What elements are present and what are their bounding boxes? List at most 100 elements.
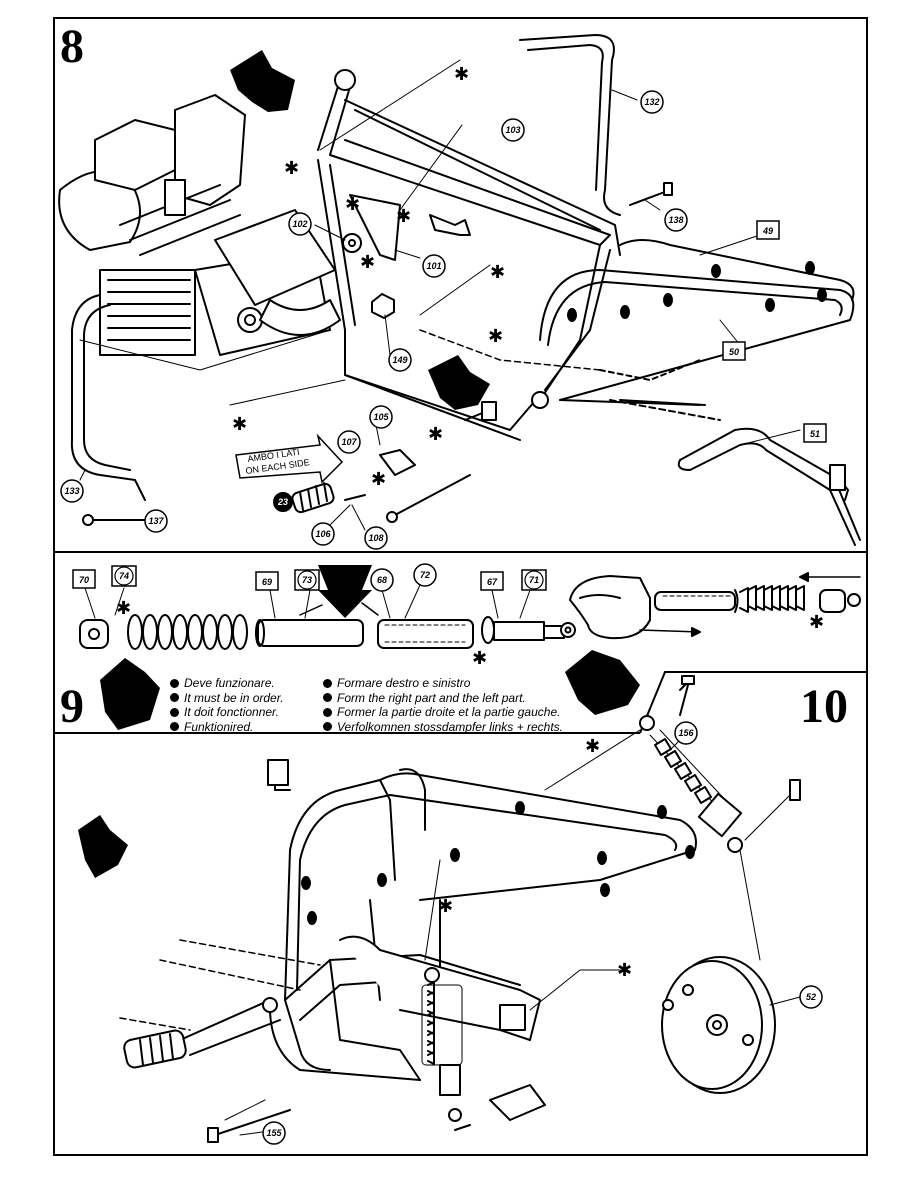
callout-51: 51 xyxy=(803,423,827,443)
rear-subframe xyxy=(539,239,855,406)
callout-132: 132 xyxy=(640,90,664,114)
bullet-icon xyxy=(170,678,179,688)
svg-text:74: 74 xyxy=(119,571,129,581)
page-frame xyxy=(53,17,868,1156)
damper-cap-70 xyxy=(79,619,109,649)
callout-73: 73 xyxy=(294,569,320,591)
svg-text:108: 108 xyxy=(368,533,383,543)
each-side-arrow: AMBO I LATI ON EACH SIDE xyxy=(235,433,344,484)
note-text: Verfolkomnen stossdampfer links + rechts… xyxy=(337,719,563,734)
brake-drum-52 xyxy=(661,956,776,1094)
part-103-horn xyxy=(429,214,471,236)
stand-bar xyxy=(70,294,146,501)
glue-symbol: ✱ xyxy=(585,736,600,757)
glue-symbol: ✱ xyxy=(488,326,503,347)
spring-74 xyxy=(127,614,248,650)
step8-illustration xyxy=(58,34,861,546)
callout-156: 156 xyxy=(674,721,698,745)
glue-symbol: ✱ xyxy=(472,648,487,669)
note-item: Form the right part and the left part. xyxy=(323,691,563,706)
svg-text:70: 70 xyxy=(79,575,89,585)
footpeg xyxy=(119,1017,191,1069)
svg-text:68: 68 xyxy=(377,575,387,585)
svg-text:51: 51 xyxy=(810,429,820,439)
glue-symbol: ✱ xyxy=(232,414,247,435)
svg-text:73: 73 xyxy=(302,575,312,585)
part-102-bushing xyxy=(342,233,362,253)
svg-text:156: 156 xyxy=(678,728,694,738)
divider-step10 xyxy=(639,671,867,734)
swing-arm xyxy=(599,359,861,546)
callout-108: 108 xyxy=(364,526,388,550)
svg-text:137: 137 xyxy=(148,516,164,526)
callout-155: 155 xyxy=(262,1121,286,1145)
note-text: Former la partie droite et la partie gau… xyxy=(337,705,561,719)
svg-text:101: 101 xyxy=(426,261,441,271)
callout-71: 71 xyxy=(521,569,547,591)
hand-illustration xyxy=(569,572,861,640)
svg-text:50: 50 xyxy=(729,347,739,357)
callout-74: 74 xyxy=(111,565,137,587)
part-149-nut xyxy=(371,293,395,319)
callout-52: 52 xyxy=(799,985,823,1009)
callout-49: 49 xyxy=(756,220,780,240)
callout-67: 67 xyxy=(480,571,504,591)
callouts: 132 103 138 102 49 101 50 149 105 107 51… xyxy=(60,90,827,1145)
svg-text:23: 23 xyxy=(277,497,288,507)
bullet-icon xyxy=(323,722,332,732)
glue-symbol: ✱ xyxy=(396,206,411,227)
callout-103: 103 xyxy=(501,118,525,142)
svg-text:155: 155 xyxy=(266,1128,282,1138)
main-frame xyxy=(317,69,621,441)
note-item: Former la partie droite et la partie gau… xyxy=(323,705,563,720)
glue-markers: ✱ ✱ ✱ ✱ ✱ ✱ ✱ ✱ ✱ ✱ ✱ ✱ ✱ ✱ ✱ ✱ xyxy=(116,64,824,981)
glue-symbol: ✱ xyxy=(371,469,386,490)
glue-symbol: ✱ xyxy=(284,158,299,179)
note-item: Formare destro e sinistro xyxy=(323,676,563,691)
svg-text:102: 102 xyxy=(292,219,307,229)
note-item: It doit fonctionner. xyxy=(170,705,284,720)
callout-106: 106 xyxy=(311,522,335,546)
svg-text:72: 72 xyxy=(420,570,430,580)
glue-symbol: ✱ xyxy=(360,252,375,273)
rear-shock-right xyxy=(639,675,801,853)
direction-arrow-icon xyxy=(565,650,640,715)
note-text: Form the right part and the left part. xyxy=(337,690,526,705)
callout-101: 101 xyxy=(422,254,446,278)
note-text: Formare destro e sinistro xyxy=(337,676,471,690)
note-item: Funktionired. xyxy=(170,720,284,735)
rear-shock-left xyxy=(421,967,463,1122)
callout-133: 133 xyxy=(60,479,84,503)
callout-149: 149 xyxy=(388,348,412,372)
svg-text:103: 103 xyxy=(505,125,520,135)
callout-72: 72 xyxy=(413,563,437,587)
callout-23: 23 xyxy=(274,493,292,511)
glue-symbol: ✱ xyxy=(490,262,505,283)
svg-text:106: 106 xyxy=(315,529,331,539)
svg-text:132: 132 xyxy=(644,97,659,107)
svg-text:133: 133 xyxy=(64,486,79,496)
bullet-icon xyxy=(170,722,179,732)
step-number-9: 9 xyxy=(60,680,84,733)
bullet-icon xyxy=(170,693,179,703)
svg-text:69: 69 xyxy=(262,577,272,587)
bullet-icon xyxy=(323,693,332,703)
direction-arrow-icon xyxy=(428,355,490,410)
bullet-icon xyxy=(323,678,332,688)
glue-symbol: ✱ xyxy=(345,194,360,215)
bullet-icon xyxy=(323,707,332,717)
note-item: It must be in order. xyxy=(170,691,284,706)
note-item: Verfolkomnen stossdampfer links + rechts… xyxy=(323,720,563,735)
note-text: Deve funzionare. xyxy=(184,676,275,690)
glue-symbol: ✱ xyxy=(809,612,824,633)
bullet-icon xyxy=(170,707,179,717)
insert-arrow-icon xyxy=(318,565,372,618)
callout-107: 107 xyxy=(337,430,361,454)
glue-symbol: ✱ xyxy=(438,896,453,917)
tube-72 xyxy=(377,619,474,649)
callout-50: 50 xyxy=(722,341,746,361)
callout-70: 70 xyxy=(72,569,96,589)
glue-symbol: ✱ xyxy=(116,598,131,619)
direction-arrow-icon xyxy=(78,815,128,878)
